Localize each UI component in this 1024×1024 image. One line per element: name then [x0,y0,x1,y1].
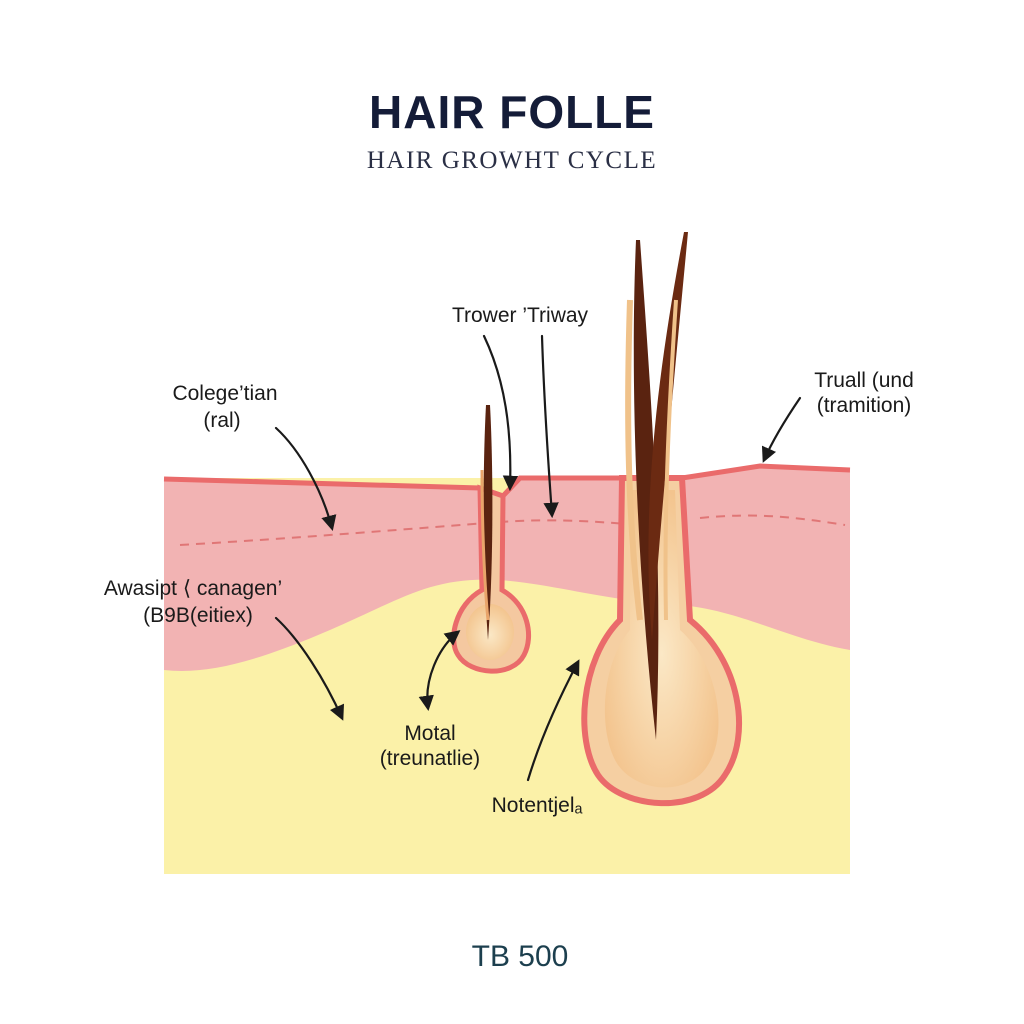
arrow-top-center-right [540,334,559,519]
label-bottom-right: Notentjelₐ [492,794,583,817]
arrow-top-center-left [482,334,519,492]
footer-label: TB 500 [472,940,569,973]
label-upper-right-1: Truall (und [814,369,914,392]
label-upper-left-1: Colege’tian [172,382,277,405]
large-follicle [581,232,743,807]
arrow-mid-left [274,616,344,721]
page-subtitle: HAIR GROWHT CYCLE [367,147,657,174]
arrow-upper-left [274,426,337,531]
arrow-center [418,630,461,712]
label-upper-left-2: (ral) [203,409,240,432]
label-mid-left-2: (B9B(eitiex) [143,604,253,627]
dashed-layer-line [179,514,846,546]
label-top-center: Trower ’Triway [452,304,589,327]
arrow-upper-right [761,396,802,463]
arrow-bottom-right [526,659,580,782]
label-mid-left-1: Awasipt ⟨ canagen’ [104,577,282,600]
label-center-2: (treunatlie) [380,747,480,770]
small-follicle [451,405,532,674]
label-center-1: Motal [404,722,455,745]
label-upper-right-2: (tramition) [817,394,912,417]
page-title: HAIR FOLLE [369,86,655,138]
